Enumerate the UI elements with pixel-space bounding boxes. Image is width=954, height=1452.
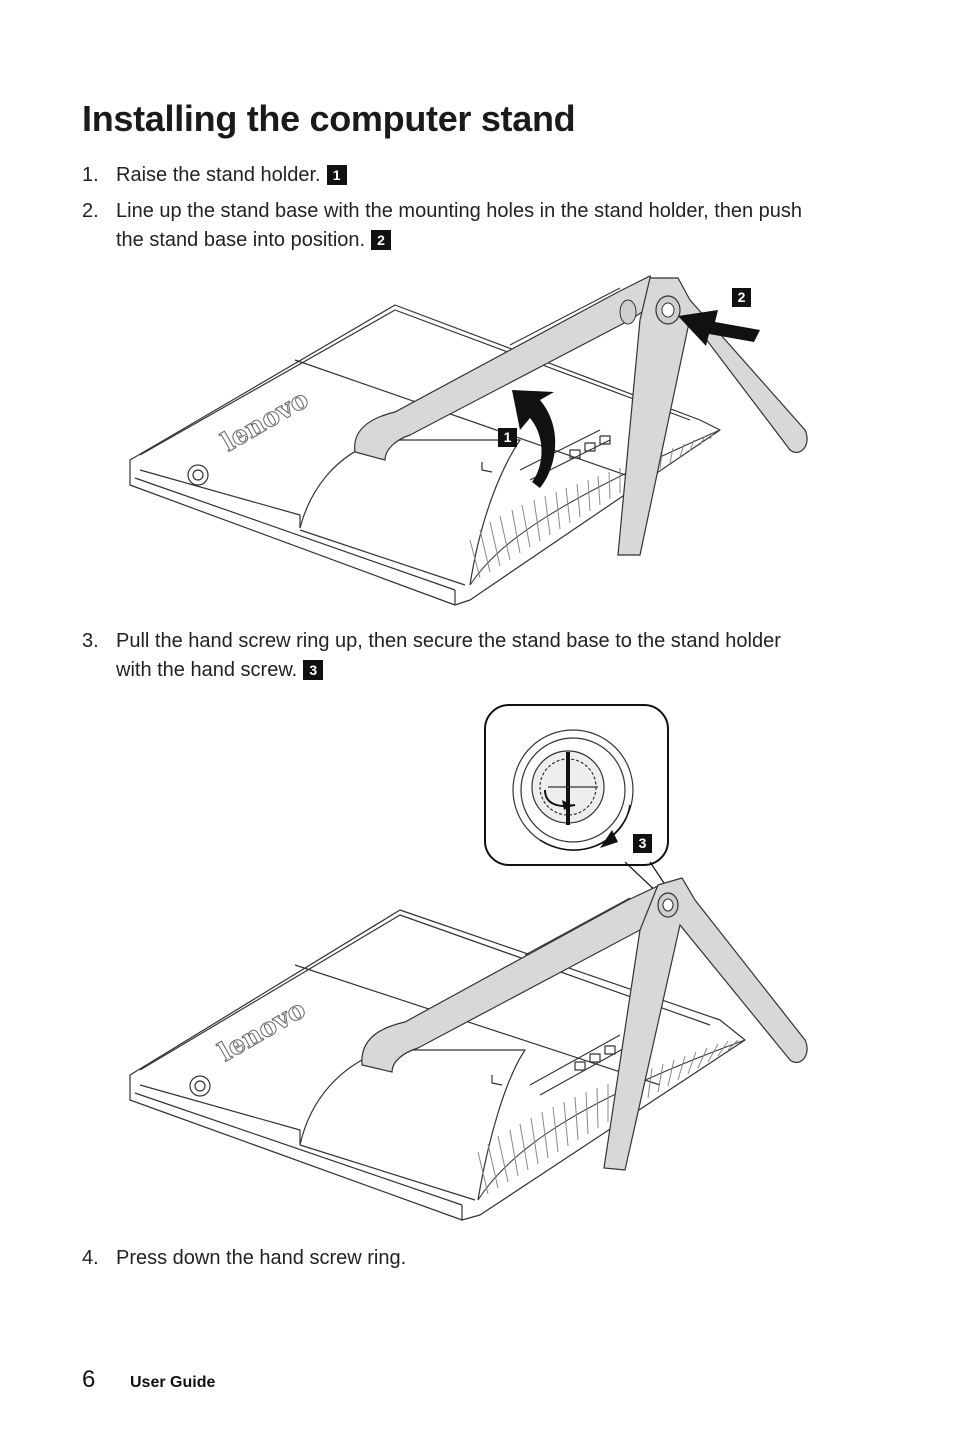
footer-label: User Guide — [130, 1374, 216, 1391]
step-number: 2. — [82, 200, 99, 222]
callout-badge: 2 — [371, 230, 392, 250]
page-title: Installing the computer stand — [82, 98, 576, 139]
stand-holder-illustration: lenovo — [129, 275, 808, 606]
step-number: 4. — [82, 1247, 99, 1269]
callout-badge: 2 — [732, 288, 751, 307]
step-text-line-1: Pull the hand screw ring up, then secure… — [116, 630, 781, 652]
hand-screw-illustration: lenovo — [129, 704, 808, 1221]
step-text: Raise the stand holder. — [116, 164, 321, 186]
step-text-line-2: the stand base into position. — [116, 229, 366, 251]
step-text-line-2: with the hand screw. — [116, 659, 298, 681]
step-number: 1. — [82, 164, 99, 186]
callout-badge: 1 — [326, 165, 347, 185]
callout-badge: 3 — [633, 834, 652, 853]
step-text: Press down the hand screw ring. — [116, 1247, 407, 1269]
step-number: 3. — [82, 630, 99, 652]
callout-badge: 1 — [498, 428, 517, 447]
callout-badge: 3 — [303, 660, 324, 680]
step-text-line-1: Line up the stand base with the mounting… — [116, 200, 803, 222]
page-number: 6 — [82, 1366, 96, 1393]
